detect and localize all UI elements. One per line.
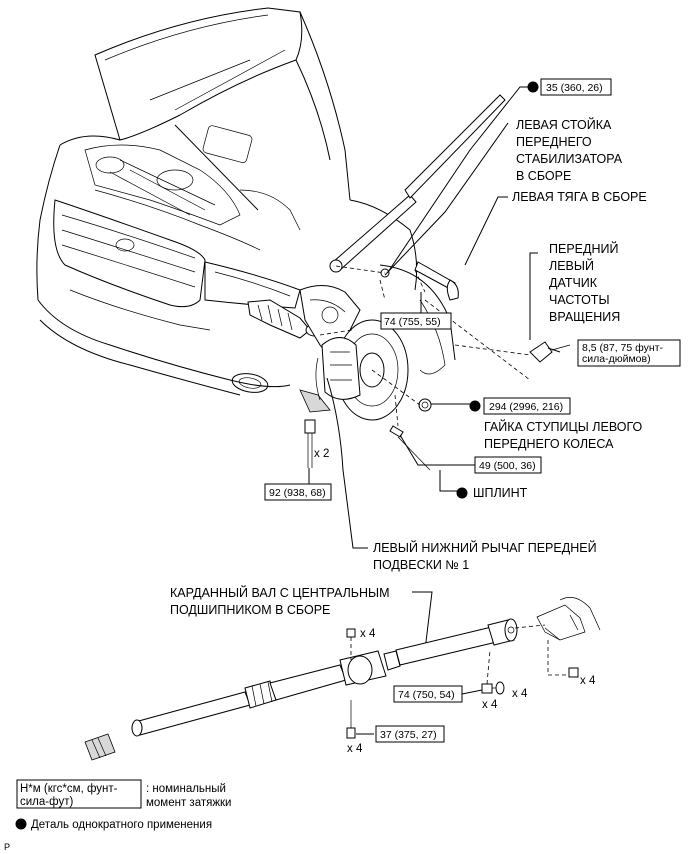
torque-box-8-5: 8,5 (87, 75 фунт- сила-дюймов) — [577, 339, 681, 367]
lower-arm-bolts — [304, 419, 316, 468]
svg-text:92 (938, 68): 92 (938, 68) — [269, 487, 326, 499]
svg-text:ЛЕВЫЙ: ЛЕВЫЙ — [549, 258, 594, 273]
center-bearing-bolt — [346, 700, 356, 739]
speed-sensor-part — [529, 341, 571, 363]
svg-text:сила-дюймов): сила-дюймов) — [582, 353, 651, 365]
center-bearing-nut — [346, 628, 356, 638]
label-speed-sensor: ПЕРЕДНИЙ ЛЕВЫЙ ДАТЧИК ЧАСТОТЫ ВРАЩЕНИЯ — [549, 241, 620, 324]
svg-text:ЧАСТОТЫ: ЧАСТОТЫ — [549, 293, 610, 307]
qty-x4: x 4 — [347, 743, 363, 755]
svg-text:8,5 (87, 75 фунт-: 8,5 (87, 75 фунт- — [582, 342, 663, 354]
rear-differential-bracket — [536, 597, 601, 641]
qty-x4: x 4 — [580, 675, 596, 687]
legend: Н*м (кгс*см, фунт- сила-фут) : номинальн… — [15, 779, 231, 831]
svg-text:ПЕРЕДНИЙ: ПЕРЕДНИЙ — [549, 241, 618, 256]
cotter-pin-part — [389, 425, 431, 471]
qty-x2: x 2 — [314, 448, 329, 460]
engine-bay — [84, 125, 301, 251]
vehicle-front-illustration — [36, 7, 456, 396]
label-hub-nut: ГАЙКА СТУПИЦЫ ЛЕВОГО ПЕРЕДНЕГО КОЛЕСА — [484, 419, 643, 451]
svg-text:74 (755, 55): 74 (755, 55) — [384, 316, 441, 328]
svg-text:ПОДВЕСКИ № 1: ПОДВЕСКИ № 1 — [373, 558, 469, 572]
torque-box-37: 37 (375, 27) — [375, 725, 445, 743]
single-use-marker — [469, 400, 481, 412]
svg-text:37 (375, 27): 37 (375, 27) — [380, 729, 437, 741]
label-stabilizer-link: ЛЕВАЯ СТОЙКА ПЕРЕДНЕГО СТАБИЛИЗАТОРА В С… — [516, 117, 623, 183]
torque-box-294: 294 (2996, 216) — [483, 397, 571, 415]
svg-text:Н*м (кгс*см, фунт-: Н*м (кгс*см, фунт- — [20, 783, 118, 795]
svg-text:сила-фут): сила-фут) — [20, 796, 73, 808]
svg-text:ЛЕВАЯ СТОЙКА: ЛЕВАЯ СТОЙКА — [516, 117, 612, 132]
label-lower-arm: ЛЕВЫЙ НИЖНИЙ РЫЧАГ ПЕРЕДНЕЙ ПОДВЕСКИ № 1 — [373, 540, 597, 572]
svg-text:294 (2996, 216): 294 (2996, 216) — [489, 401, 563, 413]
flange-washer — [495, 681, 505, 695]
stabilizer-link-part — [329, 94, 506, 278]
qty-x4: x 4 — [512, 688, 528, 700]
torque-box-35: 35 (360, 26) — [540, 78, 612, 96]
svg-text:момент затяжки: момент затяжки — [146, 797, 231, 809]
svg-text:35 (360, 26): 35 (360, 26) — [546, 82, 603, 94]
torque-box-92: 92 (938, 68) — [264, 483, 332, 501]
svg-text:ВРАЩЕНИЯ: ВРАЩЕНИЯ — [549, 310, 620, 324]
svg-text:ПОДШИПНИКОМ В СБОРЕ: ПОДШИПНИКОМ В СБОРЕ — [170, 603, 330, 617]
label-tie-rod: ЛЕВАЯ ТЯГА В СБОРЕ — [512, 190, 647, 204]
lower-arm-bracket — [299, 357, 331, 413]
label-propeller-shaft: КАРДАННЫЙ ВАЛ С ЦЕНТРАЛЬНЫМ ПОДШИПНИКОМ … — [170, 585, 389, 617]
svg-text:ГАЙКА СТУПИЦЫ ЛЕВОГО: ГАЙКА СТУПИЦЫ ЛЕВОГО — [484, 419, 643, 434]
svg-text:ЛЕВЫЙ НИЖНИЙ РЫЧАГ ПЕРЕДНЕЙ: ЛЕВЫЙ НИЖНИЙ РЫЧАГ ПЕРЕДНЕЙ — [373, 540, 597, 555]
torque-box-74-upper: 74 (755, 55) — [380, 312, 452, 330]
transfer-case-flange — [84, 733, 116, 761]
tie-rod-part — [414, 261, 459, 301]
svg-text:: номинальный: : номинальный — [146, 783, 226, 795]
corner-mark: P — [4, 842, 10, 852]
svg-text:Деталь однократного применения: Деталь однократного применения — [31, 819, 212, 831]
front-grille — [53, 199, 206, 308]
label-cotter-pin: ШПЛИНТ — [473, 486, 528, 500]
svg-text:74 (750, 54): 74 (750, 54) — [398, 689, 455, 701]
qty-x4: x 4 — [482, 699, 498, 711]
svg-text:СТАБИЛИЗАТОРА: СТАБИЛИЗАТОРА — [516, 152, 623, 166]
single-use-marker — [456, 487, 468, 499]
single-use-marker — [527, 81, 539, 93]
svg-text:49 (500, 36): 49 (500, 36) — [479, 460, 536, 472]
svg-text:ДАТЧИК: ДАТЧИК — [549, 276, 598, 290]
propeller-shaft-part — [131, 618, 518, 737]
torque-box-74-lower: 74 (750, 54) — [393, 685, 463, 703]
qty-x4: x 4 — [360, 628, 376, 640]
svg-text:КАРДАННЫЙ ВАЛ С ЦЕНТРАЛЬНЫМ: КАРДАННЫЙ ВАЛ С ЦЕНТРАЛЬНЫМ — [170, 585, 389, 600]
differential-nut — [568, 667, 579, 678]
torque-box-49: 49 (500, 36) — [474, 456, 542, 474]
hub-nut-part — [418, 398, 432, 412]
svg-text:ПЕРЕДНЕГО: ПЕРЕДНЕГО — [516, 135, 592, 149]
svg-text:ПЕРЕДНЕГО КОЛЕСА: ПЕРЕДНЕГО КОЛЕСА — [484, 437, 614, 451]
svg-text:В СБОРЕ: В СБОРЕ — [516, 169, 571, 183]
